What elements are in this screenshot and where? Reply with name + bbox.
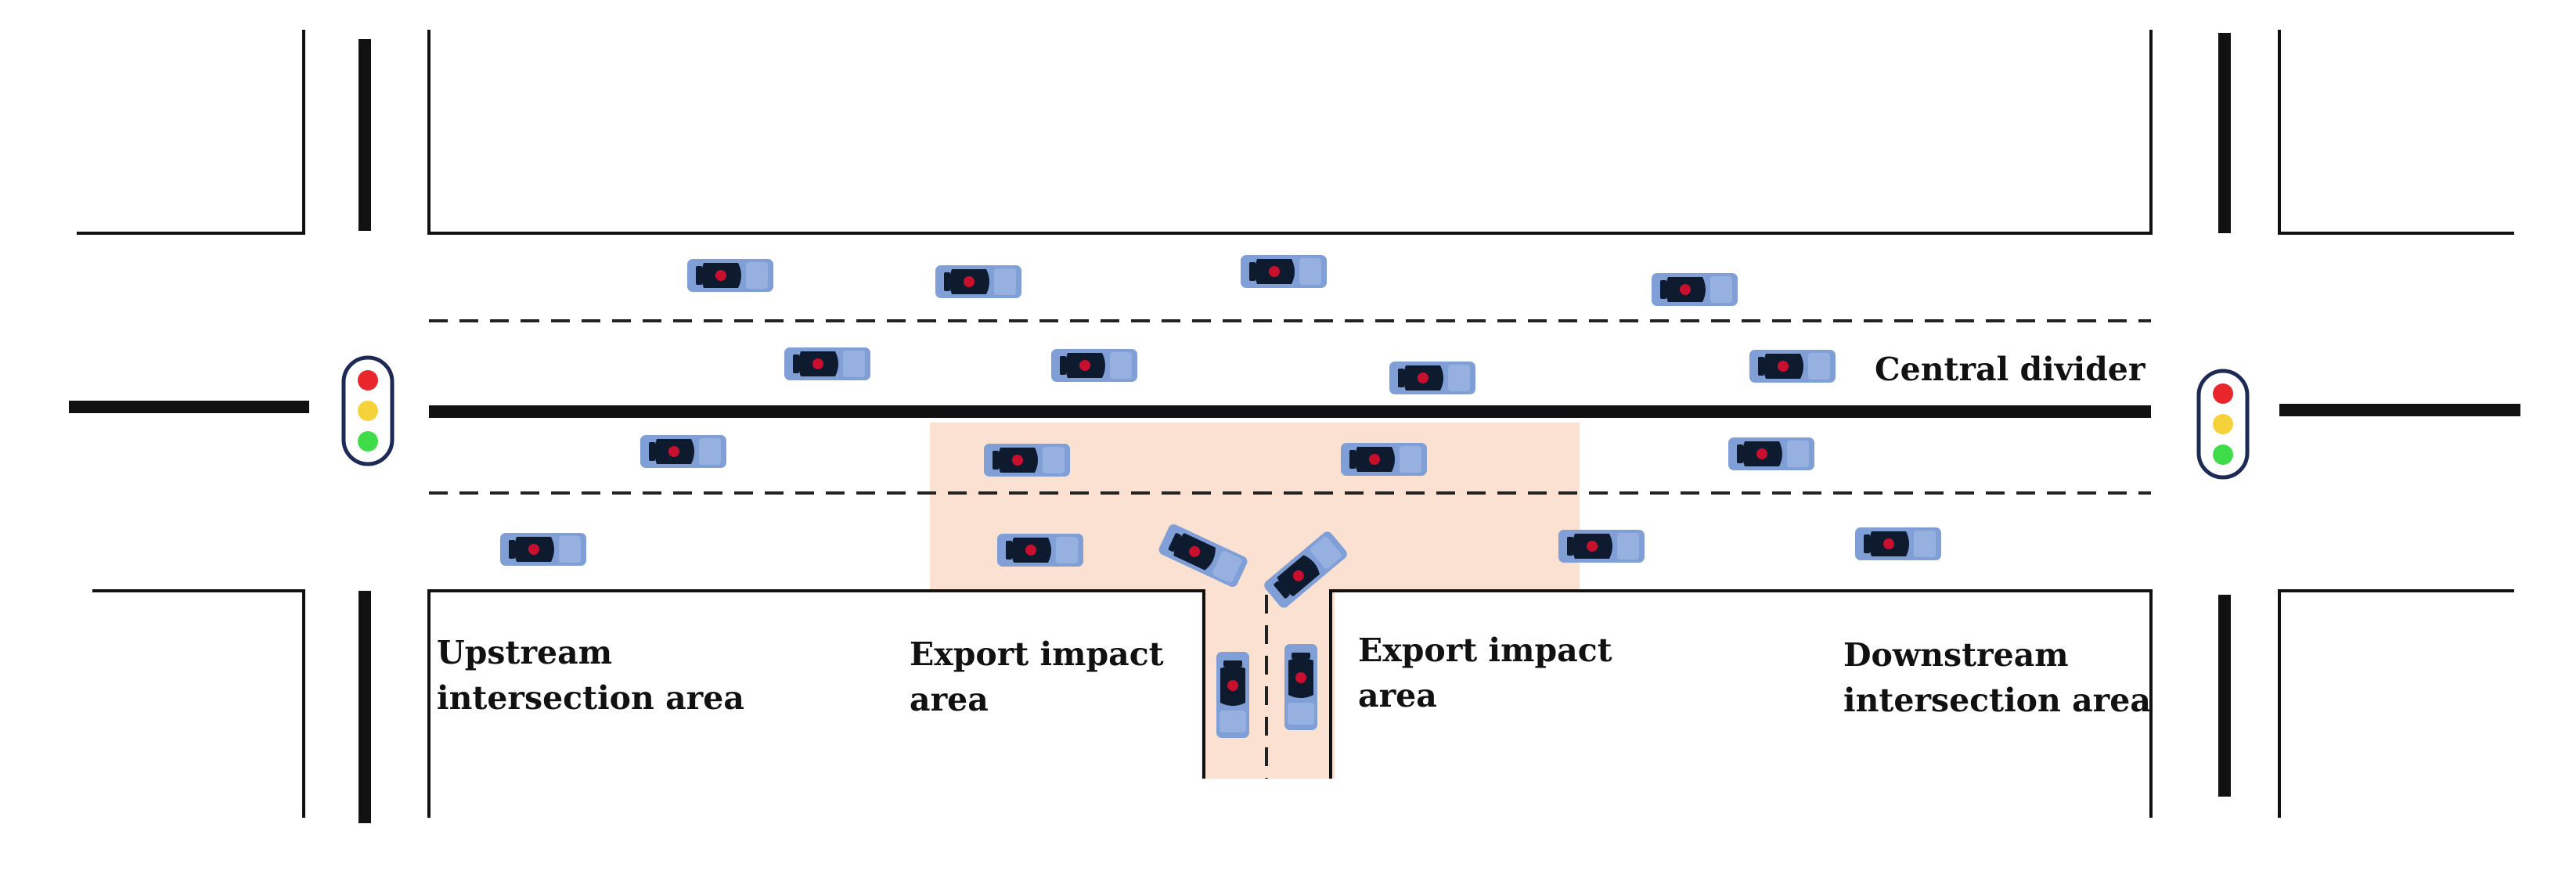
car-icon — [1051, 349, 1137, 382]
export-right-label-line2: area — [1358, 677, 1437, 714]
car-icon — [935, 265, 1021, 298]
car-icon — [1341, 443, 1427, 476]
export-impact-label-right: Export impact area — [1358, 628, 1612, 718]
downstream-label-line1: Downstream — [1843, 636, 2069, 674]
upstream-intersection-label: Upstream intersection area — [437, 630, 744, 721]
car-icon — [640, 435, 726, 468]
car-icon — [997, 534, 1083, 567]
road-edges — [77, 30, 2514, 818]
car-icon — [1389, 362, 1475, 394]
car-icon — [1284, 644, 1317, 730]
stop-bars — [69, 33, 2520, 823]
car-icon — [687, 259, 773, 292]
car-icon — [784, 347, 870, 380]
export-impact-label-left: Export impact area — [910, 632, 1164, 722]
traffic-light-icon — [341, 355, 395, 466]
car-icon — [1749, 350, 1836, 383]
car-icon — [1855, 527, 1941, 560]
car-icon — [1558, 530, 1645, 563]
upstream-label-line2: intersection area — [437, 679, 744, 717]
export-left-label-line2: area — [910, 681, 989, 718]
central-divider-label: Central divider — [1875, 351, 2145, 388]
upstream-label-line1: Upstream — [437, 634, 613, 671]
export-right-label-line1: Export impact — [1358, 632, 1612, 669]
downstream-label-line2: intersection area — [1843, 682, 2151, 719]
traffic-light-icon — [2196, 369, 2250, 480]
car-icon — [1241, 255, 1327, 288]
car-icon — [1652, 273, 1738, 306]
downstream-intersection-label: Downstream intersection area — [1843, 632, 2151, 723]
car-icon — [1216, 652, 1249, 738]
lane-dashes — [429, 319, 2151, 779]
car-icon — [984, 444, 1070, 477]
car-icon — [500, 533, 586, 566]
export-left-label-line1: Export impact — [910, 635, 1164, 673]
car-icon — [1728, 437, 1814, 470]
